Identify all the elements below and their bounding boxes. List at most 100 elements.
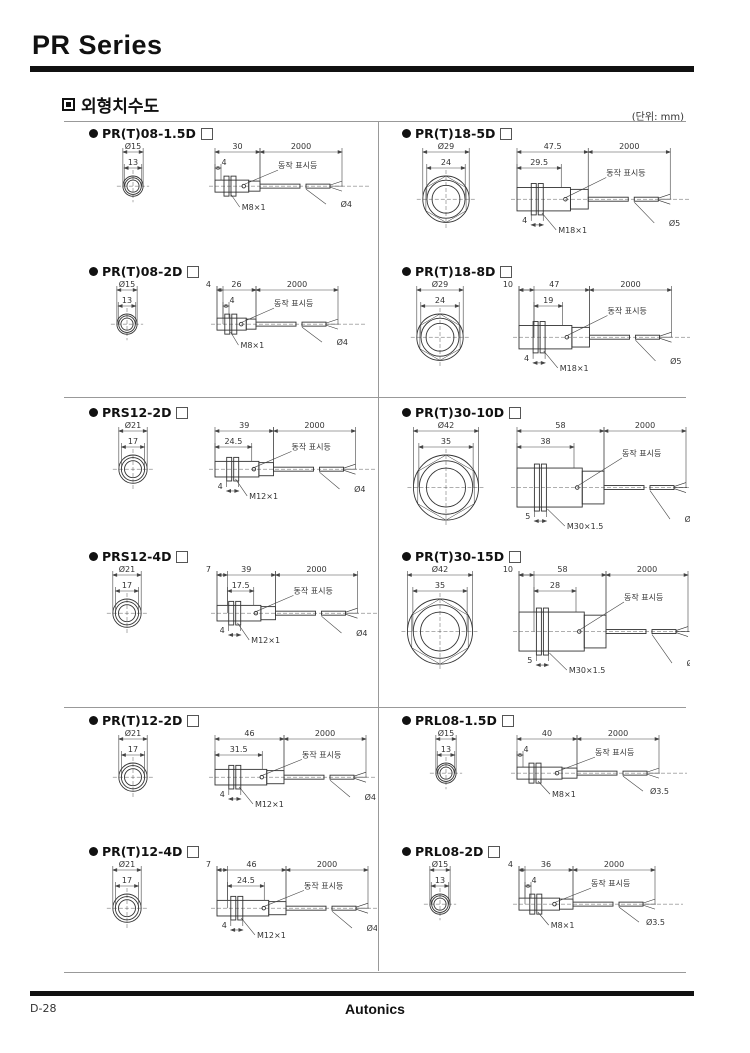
side-view: [513, 607, 690, 656]
suffix-box-icon: [176, 406, 189, 419]
dimension-line: [518, 866, 526, 905]
page-number: D-28: [30, 1002, 57, 1015]
nut-width-label: 5: [525, 512, 530, 521]
unit-note: (단위: mm): [631, 112, 684, 123]
side-view: [209, 175, 370, 197]
suffix-box-icon: [187, 265, 200, 278]
model-name: PR(T)18-5D: [415, 126, 496, 141]
model-title: PR(T)12-2D: [89, 713, 200, 728]
model-name: PRS12-4D: [102, 549, 172, 564]
model-name: PRL08-2D: [415, 844, 484, 859]
model-title: PR(T)18-5D: [402, 126, 513, 141]
face-offset-label: 10: [503, 565, 513, 574]
indicator-led-label: 동작 표시등: [278, 160, 317, 170]
cable-length-label: 2000: [620, 280, 640, 289]
indicator-led-label: 동작 표시등: [304, 880, 343, 890]
bullet-icon: [402, 716, 411, 725]
dimension-line: [421, 148, 471, 200]
dimension-line: [255, 286, 339, 325]
dimension-line: [518, 286, 535, 338]
nut-width-label: 4: [524, 354, 529, 363]
dimension-line: [227, 788, 242, 801]
cable-length-label: 2000: [619, 142, 639, 151]
dimension-line: [222, 302, 230, 319]
sub-length-label: 29.5: [530, 158, 548, 167]
body-length-label: 46: [246, 860, 256, 869]
front-view: [116, 170, 150, 203]
outer-diameter-label: Ø29: [438, 141, 454, 151]
thread-label: M30×1.5: [569, 666, 606, 675]
body-length-label: 47: [549, 280, 559, 289]
outer-diameter-label: Ø29: [432, 279, 448, 289]
face-offset-label: 4: [508, 860, 513, 869]
nut-width-label: 4: [218, 482, 223, 491]
front-view: [410, 308, 470, 367]
suffix-box-icon: [187, 714, 200, 727]
suffix-box-icon: [488, 845, 501, 858]
header-rule: [30, 66, 694, 72]
outer-diameter-label: Ø42: [438, 420, 454, 430]
cable-diameter-label: Ø5: [687, 658, 690, 668]
page-title: PR Series: [32, 30, 163, 60]
thread-label: M12×1: [251, 636, 280, 645]
model-title: PRS12-4D: [89, 549, 189, 564]
suffix-box-icon: [509, 406, 522, 419]
indicator-led-label: 동작 표시등: [294, 585, 333, 595]
body-length-label: 36: [541, 860, 551, 869]
sub-length-label: 28: [550, 581, 560, 590]
inner-diameter-label: 17: [122, 581, 132, 590]
cable-diameter-label: Ø4: [354, 484, 365, 494]
model-title: PRS12-2D: [89, 405, 189, 420]
dimension-line: [532, 352, 546, 365]
outer-diameter-label: Ø21: [125, 420, 141, 430]
thread-label: M12×1: [257, 931, 286, 940]
dimension-line: [436, 751, 456, 774]
side-view: [209, 456, 377, 482]
dimension-line: [518, 571, 535, 632]
dimension-line: [605, 571, 689, 632]
row-divider: [64, 707, 686, 708]
dimension-line: [285, 866, 369, 909]
nut-width-label: 5: [527, 656, 532, 665]
dimension-line: [406, 571, 474, 632]
sub-length-label: 24.5: [237, 876, 255, 885]
bullet-icon: [402, 129, 411, 138]
sub-length-label: 4: [229, 296, 234, 305]
face-offset-label: 7: [206, 860, 211, 869]
dimension-line: [120, 443, 146, 470]
dimension-line: [516, 751, 524, 768]
indicator-led-label: 동작 표시등: [608, 306, 647, 316]
outer-diameter-label: Ø21: [119, 564, 135, 574]
dimension-line: [418, 443, 474, 488]
dimension-line: [123, 164, 143, 187]
inner-diameter-label: 24: [441, 158, 451, 167]
dimension-line: [587, 148, 672, 200]
sub-length-label: 19: [543, 296, 553, 305]
suffix-box-icon: [501, 714, 514, 727]
dimension-line: [518, 571, 607, 632]
dimension-line: [117, 302, 137, 325]
section-heading: 외형치수도: [62, 92, 159, 117]
suffix-box-icon: [176, 550, 189, 563]
sub-length-label: 4: [221, 158, 226, 167]
cable-diameter-label: Ø4: [341, 199, 352, 209]
dimension-line: [259, 148, 343, 187]
outer-diameter-label: Ø15: [432, 859, 448, 869]
brand-logo: Autonics: [345, 1001, 405, 1017]
body-length-label: 58: [557, 565, 567, 574]
outer-diameter-label: Ø15: [125, 141, 141, 151]
dimension-line: [572, 866, 656, 905]
cable-length-label: 2000: [287, 280, 307, 289]
front-view: [423, 888, 457, 921]
outer-diameter-label: Ø21: [125, 728, 141, 738]
cable-length-label: 2000: [304, 421, 324, 430]
